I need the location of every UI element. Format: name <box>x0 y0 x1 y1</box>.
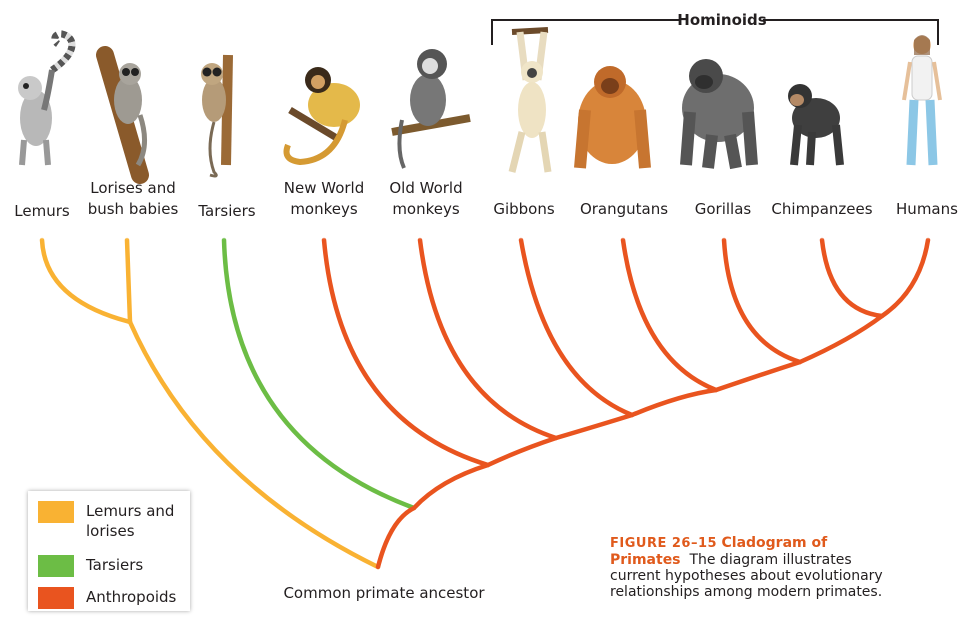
caption-text-line2: The diagram illustrates <box>689 552 851 568</box>
new-world-monkey-illustration <box>287 67 361 162</box>
taxon-label-old-world-line2: monkeys <box>392 200 460 218</box>
human-illustration <box>904 35 940 165</box>
orangutan-illustration <box>578 66 646 168</box>
branch-tip-fade <box>0 236 959 266</box>
taxon-label-chimpanzees: Chimpanzees <box>771 200 872 218</box>
branch-gibbons <box>521 240 632 415</box>
branch-old-world-monkeys <box>420 240 556 438</box>
old-world-monkey-illustration <box>392 49 470 168</box>
gibbon-illustration <box>512 30 548 172</box>
figure-number: FIGURE 26–15 <box>610 536 717 551</box>
caption-line-1: FIGURE 26–15 Cladogram of <box>610 535 950 552</box>
caption-line-4: relationships among modern primates. <box>610 584 950 600</box>
taxon-label-orangutans: Orangutans <box>580 200 668 218</box>
legend-swatch-anthropoids <box>38 587 74 609</box>
lemur-illustration <box>18 34 72 165</box>
figure-caption: FIGURE 26–15 Cladogram of Primates The d… <box>610 535 950 600</box>
legend-swatch-tarsiers <box>38 555 74 577</box>
taxon-label-gibbons: Gibbons <box>493 200 555 218</box>
taxon-label-humans: Humans <box>896 200 958 218</box>
root-label: Common primate ancestor <box>283 584 485 602</box>
taxon-label-tarsiers: Tarsiers <box>197 202 255 220</box>
taxon-label-lemurs: Lemurs <box>14 202 70 220</box>
taxon-label-old-world-line1: Old World <box>389 179 462 197</box>
taxon-label-lorises-line1: Lorises and <box>90 179 175 197</box>
legend-label-lemurs-lorises: Lemurs and lorises <box>86 501 196 541</box>
legend-label-lemurs-lorises-line2: lorises <box>86 522 135 540</box>
taxon-labels: Lemurs Lorises and bush babies Tarsiers … <box>14 179 958 220</box>
hominoids-label: Hominoids <box>677 11 766 29</box>
caption-line-2: Primates The diagram illustrates <box>610 552 950 568</box>
bush-baby-illustration <box>105 55 145 175</box>
legend-label-anthropoids: Anthropoids <box>86 587 196 607</box>
taxon-label-new-world-line2: monkeys <box>290 200 358 218</box>
caption-line-3: current hypotheses about evolutionary <box>610 568 950 584</box>
legend-swatch-lemurs-lorises <box>38 501 74 523</box>
tarsier-illustration <box>201 55 228 176</box>
caption-title-part1: Cladogram of <box>722 535 828 551</box>
taxon-label-new-world-line1: New World <box>284 179 364 197</box>
caption-title-part2: Primates <box>610 552 681 568</box>
branch-tarsiers <box>224 240 414 508</box>
legend-label-lemurs-lorises-line1: Lemurs and <box>86 502 174 520</box>
taxon-label-gorillas: Gorillas <box>695 200 752 218</box>
gorilla-illustration <box>682 59 754 168</box>
taxon-label-lorises-line2: bush babies <box>88 200 179 218</box>
chimpanzee-illustration <box>788 84 840 165</box>
hominoids-bracket: Hominoids <box>492 11 938 45</box>
legend-label-tarsiers: Tarsiers <box>86 555 196 575</box>
branch-new-world-monkeys <box>324 240 488 465</box>
